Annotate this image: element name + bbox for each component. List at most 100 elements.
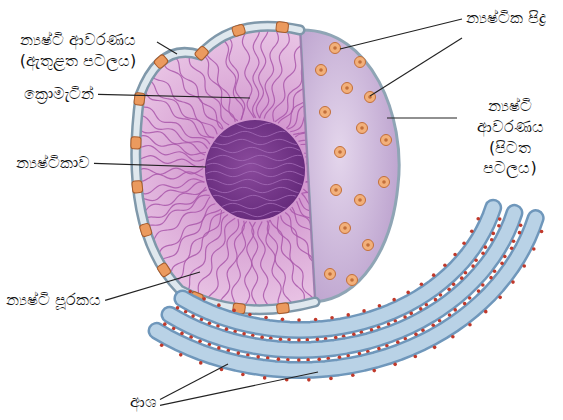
chromatin-fibre [290,209,381,302]
nuclear-pore [276,303,289,314]
nucleolus-fibre [200,131,310,136]
chromatin-fibre [211,0,243,120]
ribosome [434,298,438,302]
chromatin-fibre [299,78,413,141]
ribosome [297,338,301,342]
ribosome [329,377,333,381]
ribosome [490,238,494,242]
ribosome [198,340,202,344]
ribosome [476,217,480,221]
ribosomes [160,230,544,382]
outer-surface [300,30,399,302]
chromatin-fibre [286,22,360,129]
ribosome [431,324,435,328]
ribosome [208,321,212,325]
leader-line [340,19,462,49]
pore-ring [325,269,336,280]
ribosome [260,335,264,339]
ribosome [414,333,418,337]
pore-ring [357,123,368,134]
ribosome [452,283,456,287]
ribosome [248,313,252,317]
pore-centre [366,243,370,247]
ribosome [277,357,281,361]
nucleolus-fibre [200,123,310,128]
part-label: ආශ [130,392,156,413]
part-label: න්‍යෂ්ටිකාව [16,153,90,174]
chromatin-fibre [293,54,395,134]
chromatin-fibre [97,79,210,144]
ribosome [519,223,523,227]
pore-ring [363,240,374,251]
ribosome [217,303,221,307]
ribosome [419,307,423,311]
surface-pore [355,57,366,68]
endoplasmic-reticulum [157,208,544,382]
ribosome [338,355,342,359]
chromatin-fibre [307,167,437,173]
nucleolus-fibre [200,147,310,153]
surface-pore [355,195,366,206]
surface-pore [347,275,358,286]
ribosome [334,336,338,340]
ribosome [232,309,236,313]
er-sheet [170,213,515,350]
ribosome [393,363,397,367]
pore-centre [350,278,354,282]
ribosome [362,309,366,313]
pore-centre [334,188,338,192]
nucleolus-fibre [200,219,310,224]
chromatin-fibre [306,179,434,204]
envelope-membrane [136,26,315,309]
nucleoplasm [136,26,315,309]
ribosome [433,346,437,350]
ribosome [420,282,424,286]
nuclear-pore [131,137,141,149]
ribosome [217,346,221,350]
ribosome [316,338,320,342]
nuclear-pore [132,180,143,193]
part-label: න්‍යෂ්ටි ආවරණය (පිටත පටලය) [461,96,559,179]
ribosome [484,245,488,249]
part-label: ක්‍රොමැටින් [24,84,94,105]
ribosome [484,310,488,314]
nucleolus-fibre [200,115,310,120]
ribosome [464,271,468,275]
pore-ring [335,147,346,158]
nucleolus-fibres [200,115,310,224]
ribosome [225,327,229,331]
pore-ring [331,185,342,196]
part-label: න්‍යෂ්ටි ආවරණය (ඇතුළත පටලය) [3,30,153,72]
chromatin-fibre [264,0,296,119]
pore-ring [340,223,351,234]
pore-ring [320,107,331,118]
pore-centre [333,46,337,50]
ribosome [471,264,475,268]
ribosomes [172,223,523,361]
chromatin-fibre [307,149,436,166]
ribosome [256,355,260,359]
nucleolus-fibre [200,187,310,192]
ribosome [346,313,350,317]
pore-centre [343,226,347,230]
chromatin-fibre [182,3,235,122]
nuclear-pore [139,223,152,237]
ribosome [447,288,451,292]
ribosome [377,347,381,351]
chromatin-fibre [240,0,254,118]
cut-edge [300,30,315,302]
ribosome [387,322,391,326]
ribosome [540,230,544,234]
surface-pore [381,135,392,146]
surface-pore [330,43,341,54]
nucleolus-fibre [200,171,310,177]
pore-centre [360,126,364,130]
ribosome [489,276,493,280]
pore-centre [328,272,332,276]
leader-line [160,372,318,405]
ribosome [372,369,376,373]
ribosome [462,241,466,245]
surface-pores [316,43,392,286]
ribosome [241,373,245,377]
ribosome [264,316,268,320]
